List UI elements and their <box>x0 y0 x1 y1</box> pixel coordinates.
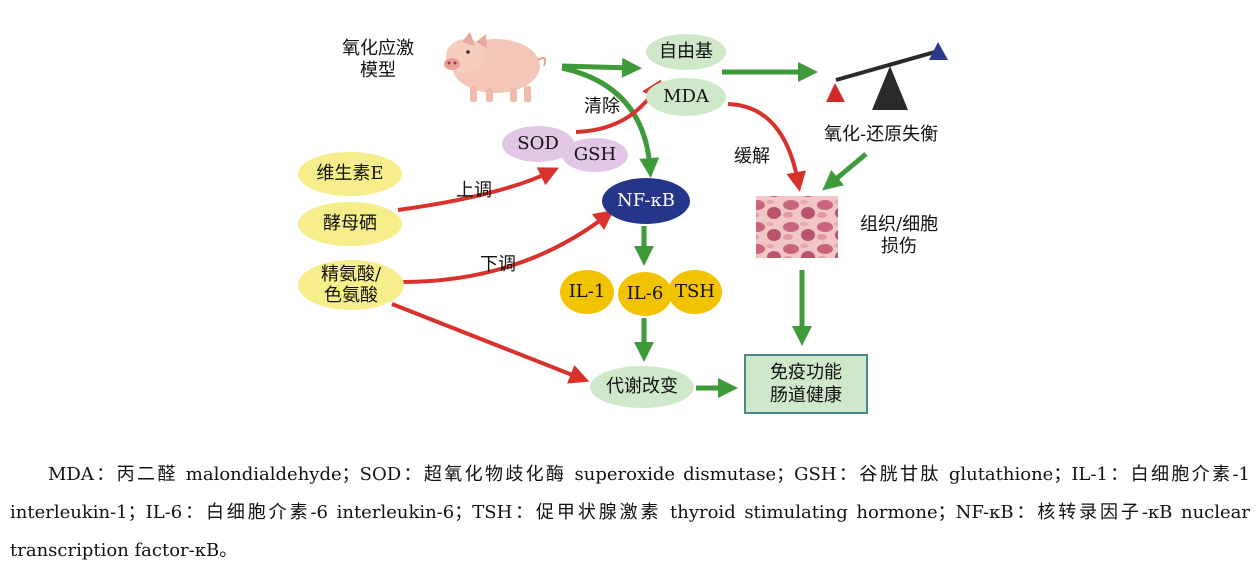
arrow-aminoacids-to-metabolism <box>391 302 590 384</box>
free-radical-node: 自由基 <box>646 34 726 70</box>
arrow-model-to-nfkb <box>561 65 660 178</box>
amino-acids-node: 精氨酸/ 色氨酸 <box>298 260 404 310</box>
relieve-label: 缓解 <box>734 146 770 167</box>
tsh-node: TSH <box>668 270 722 314</box>
il6-node: IL-6 <box>618 272 672 316</box>
pig-icon <box>444 32 547 102</box>
metabolic-change-node: 代谢改变 <box>590 366 694 408</box>
green-arrows <box>561 57 868 398</box>
figure-caption: MDA：丙二醛 malondialdehyde；SOD：超氧化物歧化酶 supe… <box>10 464 1250 561</box>
gsh-node: GSH <box>562 138 628 172</box>
il1-node: IL-1 <box>560 270 614 314</box>
balance-scale-icon <box>826 42 948 110</box>
arrow-aminoacids-to-nfkb <box>401 209 614 284</box>
tissue-micrograph-icon <box>756 196 838 258</box>
nfkb-node: NF-κB <box>602 178 690 224</box>
stress-model-label: 氧化应激 模型 <box>342 38 414 81</box>
arrow-model-to-free-radical <box>561 57 642 78</box>
arrow-vitamins-to-sod <box>397 167 560 212</box>
vitamin-e-node: 维生素E <box>298 152 402 196</box>
arrows-layer <box>391 32 948 398</box>
yeast-selenium-node: 酵母硒 <box>298 202 402 246</box>
downregulate-label: 下调 <box>480 254 516 275</box>
sod-node: SOD <box>502 126 574 162</box>
tissue-damage-label: 组织/细胞 损伤 <box>860 214 939 257</box>
immune-gut-health-box: 免疫功能 肠道健康 <box>744 354 868 414</box>
upregulate-label: 上调 <box>456 180 492 201</box>
arrow-imbalance-to-tissue <box>822 152 868 191</box>
mda-node: MDA <box>646 78 726 116</box>
red-arrows <box>391 79 807 384</box>
clear-label: 清除 <box>584 96 620 117</box>
arrow-mda-to-tissue <box>727 102 807 192</box>
oxidative-stress-diagram: 氧化应激 模型 自由基 MDA 清除 SOD GSH 维生素E 酵母硒 上调 N… <box>298 32 948 414</box>
redox-imbalance-label: 氧化-还原失衡 <box>824 124 939 145</box>
